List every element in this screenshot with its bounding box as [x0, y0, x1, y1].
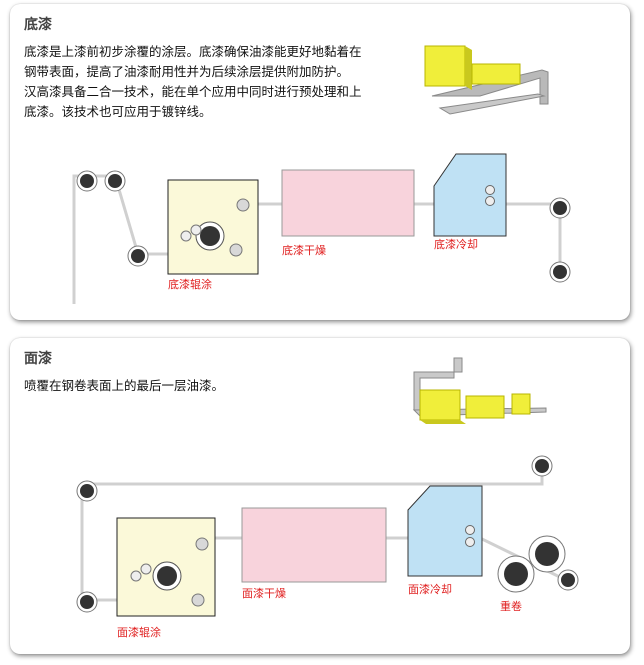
primer-drying-oven: [281, 169, 415, 237]
topcoat-paragraph-1: 喷覆在钢卷表面上的最后一层油漆。: [24, 378, 225, 393]
primer-roller-coat-label: 底漆辊涂: [168, 277, 212, 291]
primer-line-diagram: 底漆辊涂 底漆干燥 底漆冷却: [72, 45, 571, 304]
topcoat-drying-label: 面漆干燥: [242, 587, 286, 600]
topcoat-cooling-unit: [407, 485, 483, 577]
primer-paragraph-2: 汉高漆具备二合一技术，能在单个应用中同时进行预处理和上底漆。该技术也可应用于镀锌…: [24, 84, 362, 119]
topcoat-machine-illustration: [412, 357, 547, 424]
primer-description: 底漆是上漆前初步涂覆的涂层。底漆确保油漆能更好地黏着在钢带表面，提高了油漆耐用性…: [24, 42, 369, 122]
topcoat-drying-oven: [241, 507, 387, 583]
primer-roller-coater-rollers: [180, 198, 250, 257]
primer-machine-illustration: [424, 45, 549, 115]
primer-paragraph-1: 底漆是上漆前初步涂覆的涂层。底漆确保油漆能更好地黏着在钢带表面，提高了油漆耐用性…: [24, 44, 362, 79]
topcoat-recoiler: [497, 535, 579, 593]
primer-drying-label: 底漆干燥: [282, 243, 326, 257]
topcoat-cooling-label: 面漆冷却: [408, 583, 452, 596]
topcoat-line-diagram: 面漆辊涂 面漆干燥 面漆冷却 重卷: [76, 357, 579, 639]
topcoat-description: 喷覆在钢卷表面上的最后一层油漆。: [24, 376, 369, 396]
topcoat-guide-rollers: [76, 455, 553, 613]
primer-cooling-label: 底漆冷却: [434, 237, 478, 251]
topcoat-roller-coat-label: 面漆辊涂: [117, 625, 161, 639]
topcoat-roller-coater-rollers: [130, 537, 209, 607]
topcoat-title: 面漆: [24, 351, 52, 367]
topcoat-card: 面漆 喷覆在钢卷表面上的最后一层油漆。 面漆辊涂 面漆干燥: [10, 338, 630, 654]
topcoat-recoil-label: 重卷: [500, 599, 522, 613]
primer-card: 底漆 底漆是上漆前初步涂覆的涂层。底漆确保油漆能更好地黏着在钢带表面，提高了油漆…: [10, 4, 630, 320]
primer-title: 底漆: [24, 17, 52, 33]
primer-cooling-unit: [433, 153, 507, 237]
primer-guide-rollers: [76, 170, 571, 283]
